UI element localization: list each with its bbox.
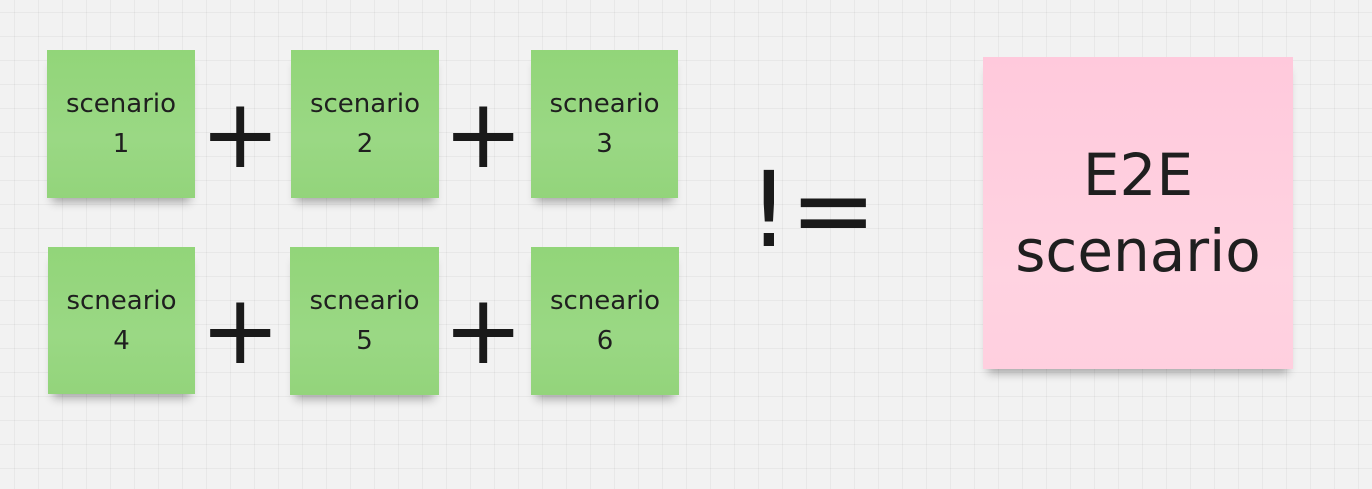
sticky-note-text: scneario	[66, 285, 177, 316]
sticky-note-text: scenario	[65, 89, 177, 119]
not-equal-operator: !=	[748, 149, 877, 271]
plus-operator: +	[443, 274, 524, 386]
sticky-note-text: scenario	[1015, 217, 1261, 285]
sticky-note-scenario-3[interactable]: scneario 3	[531, 50, 678, 198]
sticky-note-scenario-4[interactable]: scneario 4	[48, 247, 195, 394]
sticky-note-text: scneario	[549, 286, 661, 316]
sticky-note-scenario-6[interactable]: scneario 6	[531, 247, 679, 395]
sticky-note-text: scneario	[309, 286, 420, 316]
sticky-note-scenario-5[interactable]: scneario 5	[290, 247, 439, 395]
sticky-note-number: 1	[112, 129, 130, 159]
plus-operator: +	[200, 78, 281, 190]
sticky-note-number: 6	[596, 326, 614, 356]
sticky-note-title: E2E	[1082, 141, 1194, 209]
sticky-note-e2e-scenario[interactable]: E2E scenario	[983, 57, 1293, 369]
sticky-note-scenario-2[interactable]: scenario 2	[291, 50, 439, 198]
plus-operator: +	[200, 274, 281, 386]
sticky-note-number: 5	[356, 326, 373, 356]
plus-operator: +	[443, 78, 524, 190]
sticky-note-text: scneario	[549, 89, 660, 119]
sticky-note-number: 2	[356, 129, 374, 159]
sticky-note-number: 3	[596, 129, 613, 159]
sticky-note-number: 4	[113, 325, 130, 356]
sticky-note-scenario-1[interactable]: scenario 1	[47, 50, 195, 198]
sticky-note-text: scenario	[309, 89, 421, 119]
